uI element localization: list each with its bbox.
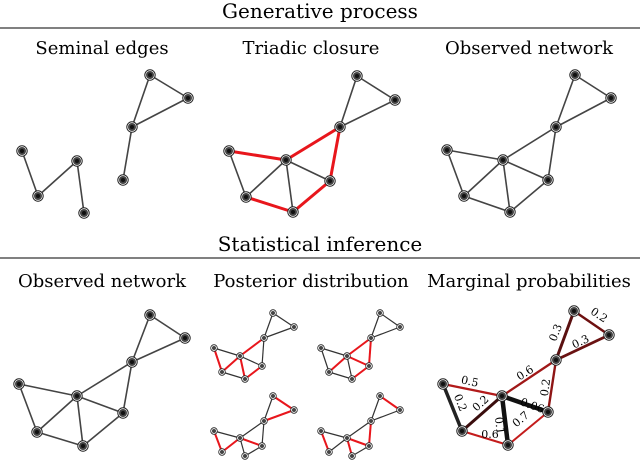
panel-title-marginal: Marginal probabilities	[427, 271, 631, 292]
edge-prob-label: 0.3	[570, 332, 591, 351]
edge-prob-label: 0.6	[481, 428, 499, 441]
posterior-sample-4	[317, 392, 404, 460]
posterior-sample-1	[210, 309, 298, 383]
posterior-sample-2	[317, 309, 404, 383]
edge-prob-label: 0.2	[470, 393, 492, 414]
posterior-sample-3	[210, 392, 298, 460]
generative-process-heading: Generative process	[222, 0, 418, 23]
panel-title-observed-top: Observed network	[445, 38, 614, 59]
marginal-network	[441, 309, 611, 448]
marginal-edge-labels: 0.5 0.2 0.2 0.06 0.1 0.7 0.6 0.6 0.2 0.3…	[451, 305, 610, 441]
edge-prob-label: 0.5	[460, 373, 480, 389]
panel-title-triadic: Triadic closure	[243, 38, 380, 59]
edge-prob-label: 0.3	[546, 322, 565, 343]
panel-title-seminal: Seminal edges	[35, 38, 168, 59]
edge-prob-label: 0.2	[538, 378, 553, 397]
observed-network-bottom	[18, 314, 186, 447]
edge-prob-label: 0.6	[514, 363, 536, 383]
edge-prob-label: 0.2	[451, 392, 470, 413]
edge-prob-label: 0.7	[510, 409, 532, 430]
seminal-edges-network	[21, 74, 189, 214]
triadic-closure-network	[228, 75, 396, 214]
seminal-edges-nodes	[16, 69, 194, 219]
panel-title-posterior: Posterior distribution	[213, 271, 409, 292]
observed-network-top	[446, 74, 612, 213]
edge-prob-label: 0.1	[492, 416, 507, 435]
panel-title-observed-bottom: Observed network	[18, 271, 187, 292]
statistical-inference-heading: Statistical inference	[218, 232, 423, 256]
